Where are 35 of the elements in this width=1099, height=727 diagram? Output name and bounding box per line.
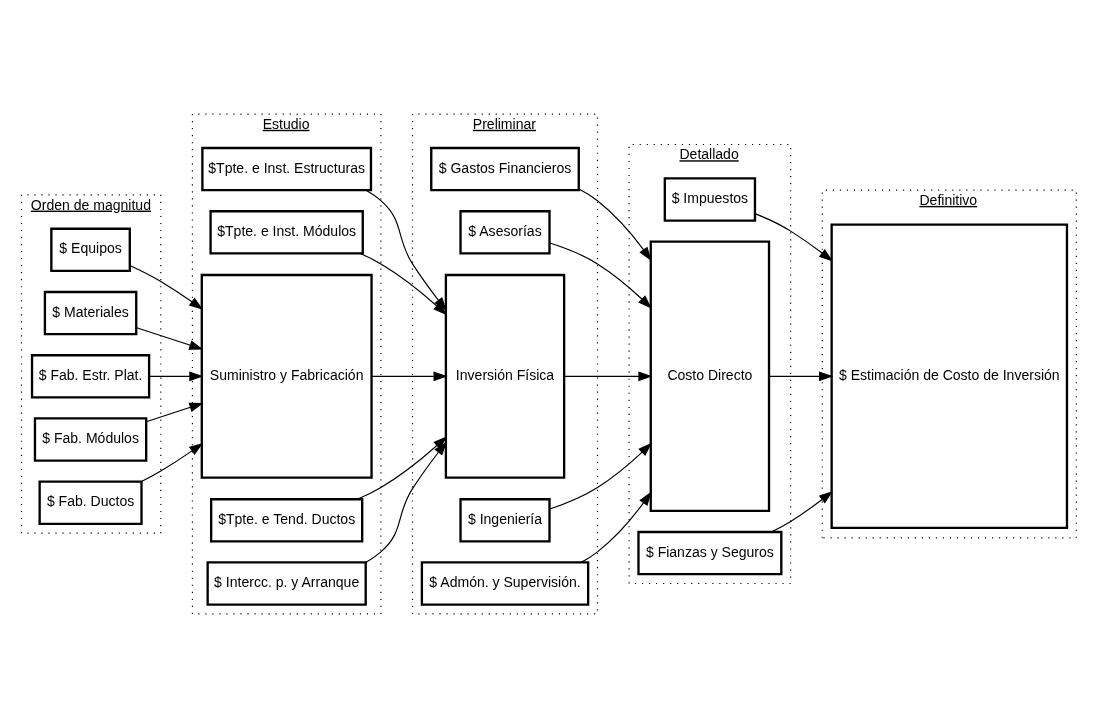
node-box: $Tpte. e Inst. Estructuras (201, 146, 373, 191)
arrow (549, 241, 652, 309)
node-box: $ Gastos Financieros (430, 146, 580, 191)
arrow (145, 402, 204, 422)
node-box: $ Fab. Ductos (38, 480, 143, 525)
node-box: $ Asesorías (459, 209, 551, 255)
arrow (371, 370, 448, 381)
node-box: $Tpte. e Tend. Ductos (210, 497, 364, 543)
node-box: $ Fab. Estr. Plat. (30, 353, 151, 399)
node-box: $ Materiales (43, 290, 138, 335)
arrow (768, 370, 834, 381)
arrow (148, 370, 204, 381)
arrow (129, 264, 204, 310)
arrow (140, 442, 204, 482)
node-box: $ Estimación de Costo de Inversión (830, 223, 1069, 529)
arrow (136, 326, 204, 350)
node-box: $ Ingeniería (459, 497, 551, 543)
arrow (754, 212, 833, 262)
node-box: $ Impuestos (663, 176, 757, 222)
arrow (549, 442, 652, 510)
node-box: $Tpte. e Inst. Módulos (209, 209, 364, 255)
arrow (357, 435, 448, 500)
node-box: $ Fab. Módulos (33, 416, 148, 462)
arrow (365, 440, 447, 563)
arrow (770, 490, 833, 532)
node-box: Inversión Física (444, 273, 566, 479)
node-box: Costo Directo (649, 240, 771, 512)
arrow (563, 370, 653, 381)
arrow (580, 491, 652, 563)
node-box: $ Equipos (50, 227, 131, 272)
node-box: Suministro y Fabricación (200, 273, 373, 479)
arrow (578, 187, 652, 261)
node-box: $ Intercc. p. y Arranque (206, 560, 367, 606)
node-box: $ Fianzas y Seguros (637, 530, 783, 575)
node-box: $ Admón. y Supervisión. (420, 560, 590, 606)
